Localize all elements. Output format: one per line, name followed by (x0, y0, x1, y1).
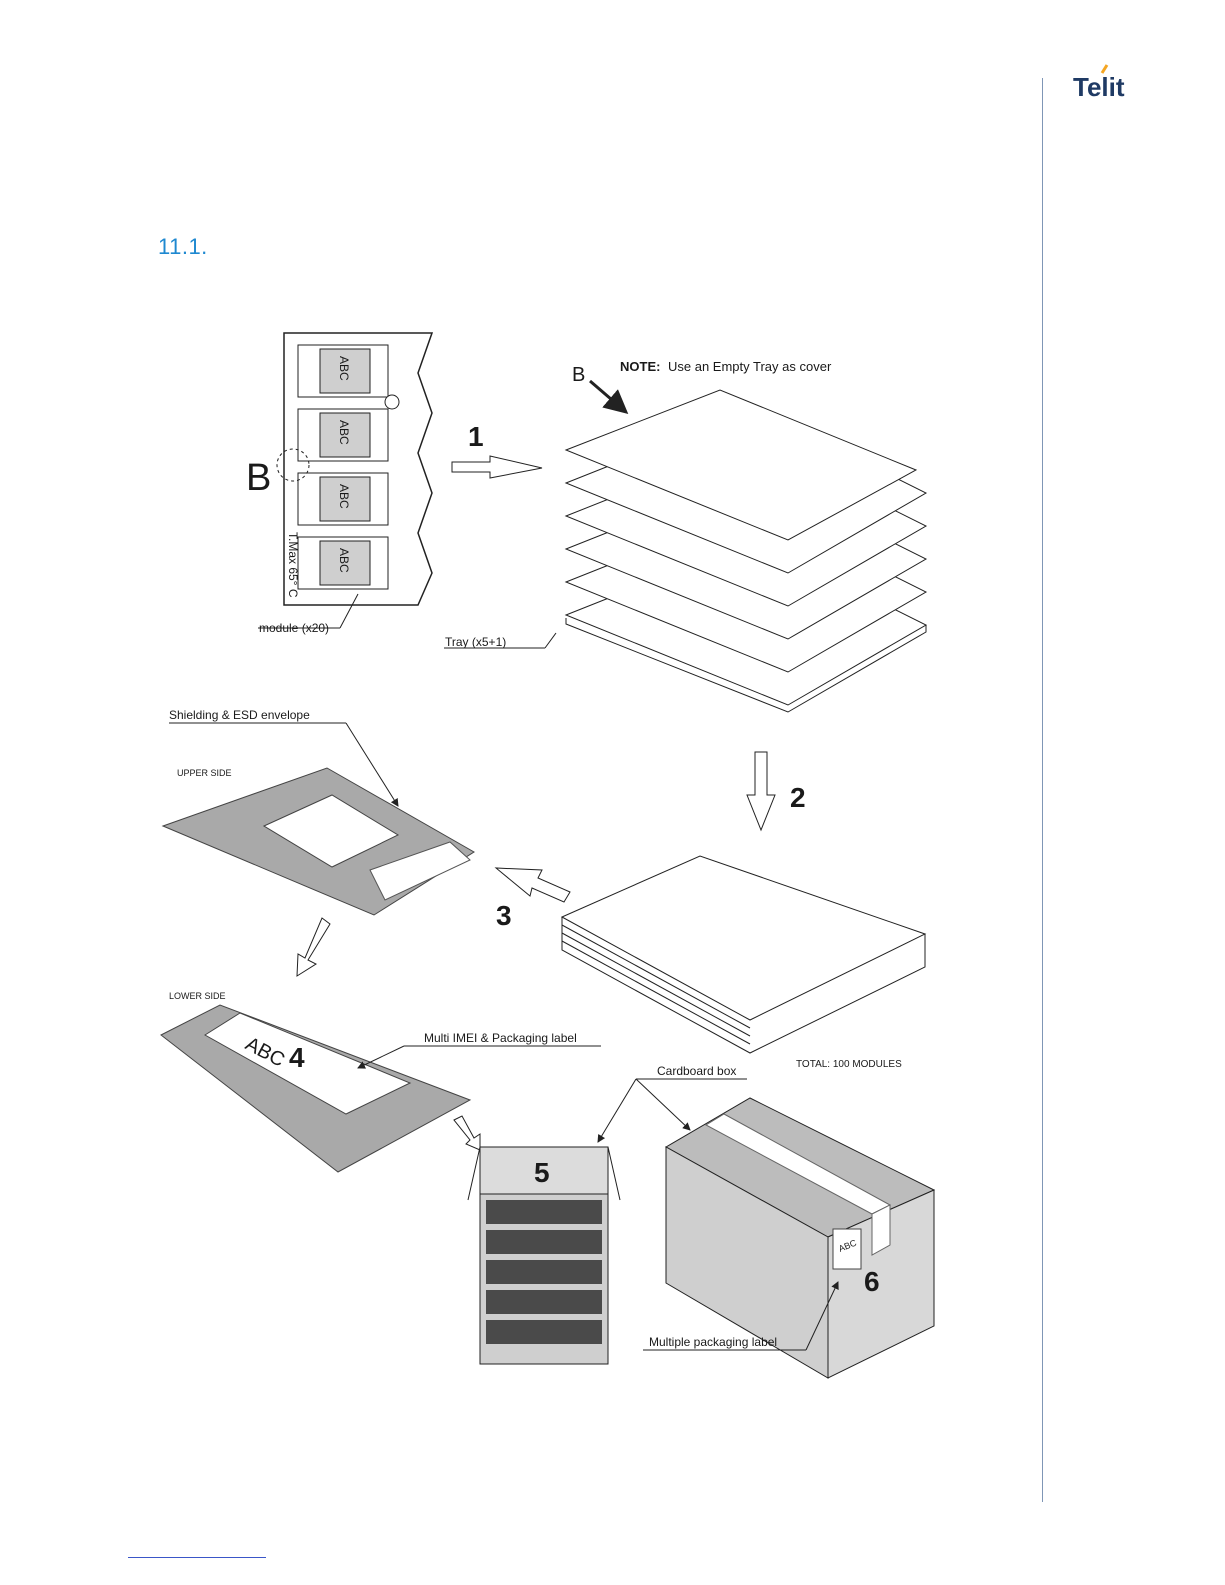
step-2-number: 2 (790, 782, 806, 813)
envelope-lower: LOWER SIDE ABC 4 Multi IMEI & Packaging … (161, 991, 601, 1172)
arrow-to-box (454, 1116, 480, 1150)
module-label-1: ABC (337, 356, 351, 381)
envelope-callout: Shielding & ESD envelope (169, 708, 310, 722)
arrow-step-2: 2 (747, 752, 806, 830)
tray-callout: Tray (x5+1) (445, 635, 506, 649)
cardboard-callout: Cardboard box (657, 1064, 736, 1078)
upper-side-label: UPPER SIDE (177, 768, 232, 778)
step-1-number: 1 (468, 421, 484, 452)
box-open: 5 (468, 1147, 620, 1364)
arrow-to-lower (297, 918, 330, 976)
step-4-number: 4 (289, 1042, 305, 1073)
tray-stack: NOTE: Use an Empty Tray as cover B Tray … (444, 359, 926, 712)
total-label: TOTAL: 100 MODULES (796, 1059, 902, 1070)
footer-link-underline[interactable] (128, 1557, 266, 1558)
arrow-step-1: 1 (452, 421, 542, 478)
module-label-4: ABC (337, 548, 351, 573)
step-5-number: 5 (534, 1157, 550, 1188)
tray-b-letter: B (572, 364, 585, 386)
detail-b-letter: B (246, 457, 271, 499)
step-3-number: 3 (496, 900, 512, 931)
note-bold: NOTE: (620, 359, 660, 374)
imei-callout: Multi IMEI & Packaging label (424, 1031, 577, 1045)
module-callout: module (x20) (259, 621, 329, 635)
tmax-label: T.Max 65° C (286, 532, 300, 598)
envelope-upper: Shielding & ESD envelope UPPER SIDE (163, 708, 474, 915)
arrow-step-3: 3 (496, 868, 570, 931)
module-label-3: ABC (337, 484, 351, 509)
module-strip: ABC ABC ABC ABC T.Max 65° C B module (x2… (246, 333, 432, 635)
module-label-2: ABC (337, 420, 351, 445)
note-text: Use an Empty Tray as cover (668, 359, 832, 374)
step-6-number: 6 (864, 1266, 880, 1297)
multi-label-callout: Multiple packaging label (649, 1335, 777, 1349)
lower-side-label: LOWER SIDE (169, 991, 226, 1001)
tray-stack-closed: TOTAL: 100 MODULES (562, 856, 925, 1070)
box-closed: ABC 6 Multiple packaging label (643, 1098, 934, 1378)
